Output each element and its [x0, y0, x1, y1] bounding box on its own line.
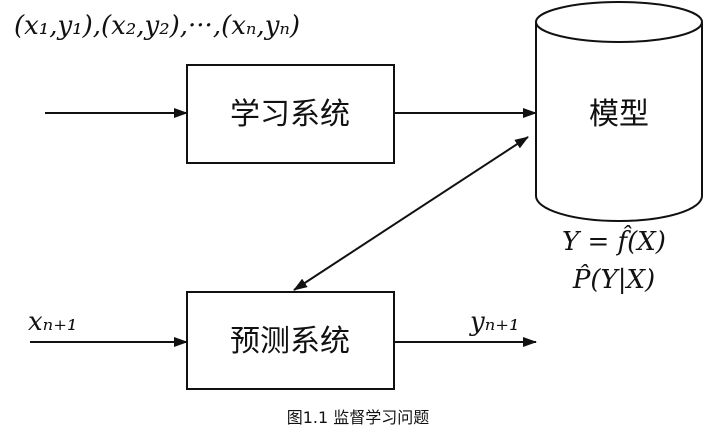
figure-caption: 图1.1 监督学习问题 — [287, 408, 430, 427]
learning-system-label: 学习系统 — [230, 97, 350, 132]
prediction-system-box — [186, 291, 395, 390]
training-data-label: (x₁,y₁),(x₂,y₂),···,(xₙ,yₙ) — [14, 11, 300, 41]
model-formula-function: Y = f̂(X) — [562, 225, 666, 257]
model-formula-probability: P̂(Y|X) — [572, 264, 655, 295]
prediction-output-label: yₙ₊₁ — [469, 307, 519, 337]
prediction-input-label: xₙ₊₁ — [28, 307, 77, 337]
model-prediction-link-arrow — [293, 136, 529, 291]
prediction-system-label: 预测系统 — [230, 324, 350, 359]
model-label: 模型 — [589, 97, 649, 132]
model-cylinder — [535, 1, 703, 222]
